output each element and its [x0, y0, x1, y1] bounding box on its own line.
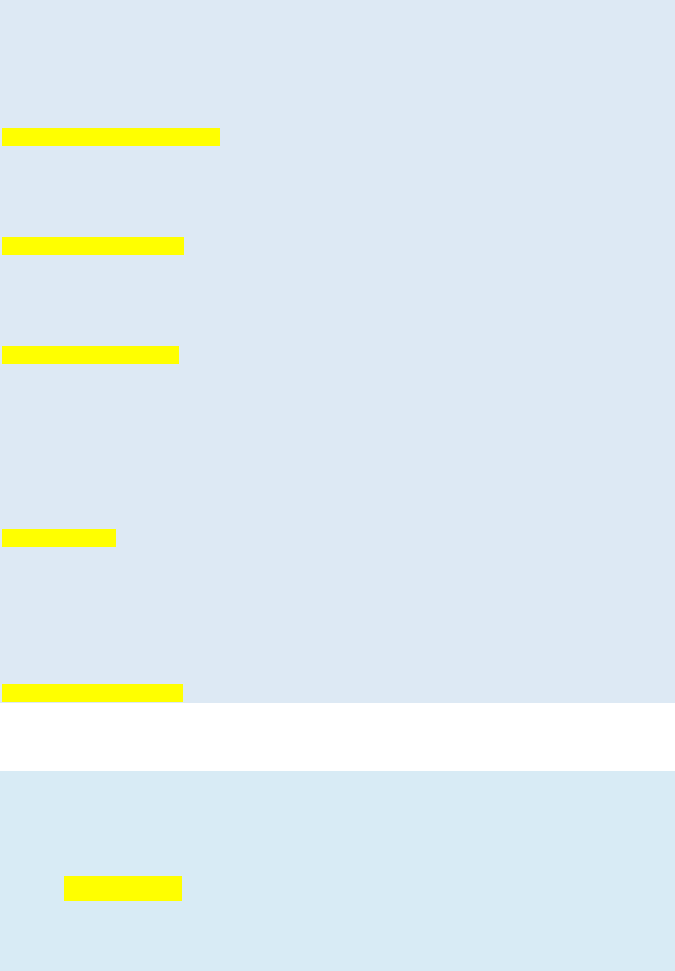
highlight-bar: [2, 237, 184, 255]
separator-strip: [0, 703, 675, 771]
bottom-content-panel: [0, 771, 675, 971]
top-content-panel: [0, 0, 675, 703]
highlight-bar: [2, 346, 179, 364]
highlight-bar: [64, 876, 182, 901]
highlight-bar: [2, 529, 116, 547]
highlight-bar: [2, 128, 220, 146]
highlight-bar: [2, 684, 183, 702]
